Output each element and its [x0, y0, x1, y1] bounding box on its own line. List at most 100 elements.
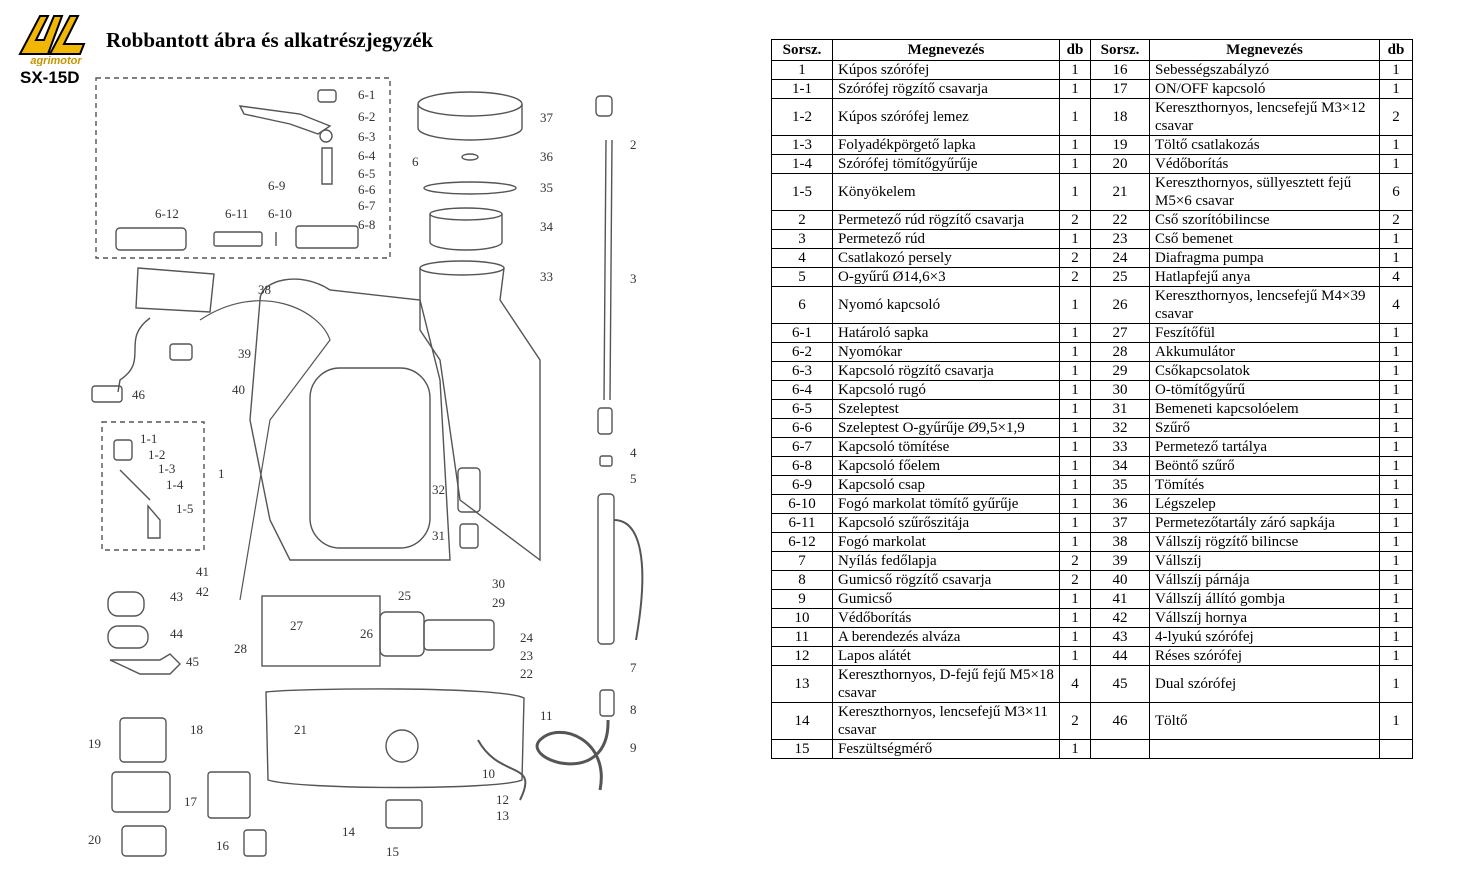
right-part-name: Szűrő — [1149, 418, 1380, 438]
right-part-name: O-tömítőgyűrű — [1149, 380, 1380, 400]
callout-label: 1-2 — [148, 447, 165, 462]
left-part-quantity: 2 — [1059, 551, 1091, 571]
left-part-number: 1-4 — [771, 154, 833, 174]
callout-label: 11 — [540, 708, 553, 723]
callout-label: 41 — [196, 564, 209, 579]
right-part-number: 23 — [1090, 229, 1150, 249]
left-part-name: Folyadékpörgető lapka — [832, 135, 1060, 155]
left-part-number: 15 — [771, 739, 833, 759]
left-part-name: Lapos alátét — [832, 646, 1060, 666]
right-part-number: 41 — [1090, 589, 1150, 609]
callout-label: 42 — [196, 584, 209, 599]
right-part-name: Hatlapfejű anya — [1149, 267, 1380, 287]
right-part-number: 43 — [1090, 627, 1150, 647]
right-part-quantity: 1 — [1379, 475, 1413, 495]
callout-label: 27 — [290, 618, 304, 633]
right-part-name: Vállszíj rögzítő bilincse — [1149, 532, 1380, 552]
callout-label: 31 — [432, 528, 445, 543]
left-part-number: 6-5 — [771, 399, 833, 419]
callout-label: 30 — [492, 576, 505, 591]
right-part-number: 19 — [1090, 135, 1150, 155]
callout-label: 23 — [520, 648, 533, 663]
left-part-name: Könyökelem — [832, 173, 1060, 211]
right-part-quantity: 1 — [1379, 551, 1413, 571]
right-part-number: 31 — [1090, 399, 1150, 419]
left-part-number: 14 — [771, 702, 833, 740]
filter-screen-part — [213, 231, 263, 247]
left-part-name: Kapcsoló szűrőszitája — [832, 513, 1060, 533]
base-part — [265, 688, 525, 789]
right-part-number: 18 — [1090, 98, 1150, 136]
right-part-name: Vállszíj állító gombja — [1149, 589, 1380, 609]
callout-label: 12 — [496, 792, 509, 807]
left-part-name: Fogó markolat tömítő gyűrűje — [832, 494, 1060, 514]
left-part-quantity: 2 — [1059, 248, 1091, 268]
right-part-name: Töltő csatlakozás — [1149, 135, 1380, 155]
left-part-number: 6-12 — [771, 532, 833, 552]
left-part-number: 1 — [771, 60, 833, 80]
voltmeter-part — [385, 799, 423, 829]
left-part-name: Kapcsoló rugó — [832, 380, 1060, 400]
callout-label: 21 — [294, 722, 307, 737]
callout-label: 33 — [540, 269, 553, 284]
right-part-quantity: 1 — [1379, 456, 1413, 476]
right-part-quantity: 1 — [1379, 646, 1413, 666]
callout-label: 35 — [540, 180, 553, 195]
col-header-no-left: Sorsz. — [771, 39, 833, 61]
right-part-name — [1149, 739, 1380, 759]
right-part-quantity: 1 — [1379, 532, 1413, 552]
right-part-quantity — [1379, 739, 1413, 759]
callout-label: 26 — [360, 626, 374, 641]
agrimotor-logo: agrimotor — [18, 15, 86, 66]
left-part-name: Fogó markolat — [832, 532, 1060, 552]
left-part-quantity: 1 — [1059, 173, 1091, 211]
page-title: Robbantott ábra és alkatrészjegyzék — [106, 28, 434, 52]
right-part-number: 42 — [1090, 608, 1150, 628]
callout-label: 13 — [496, 808, 509, 823]
left-part-quantity: 1 — [1059, 79, 1091, 99]
right-part-quantity: 1 — [1379, 570, 1413, 590]
callout-label: 6-8 — [358, 217, 375, 232]
callout-label: 17 — [184, 794, 198, 809]
right-part-number: 36 — [1090, 494, 1150, 514]
callout-label: 34 — [540, 219, 554, 234]
callout-label: 4 — [630, 445, 637, 460]
left-part-number: 6-9 — [771, 475, 833, 495]
callout-label: 1-1 — [140, 431, 157, 446]
callout-label: 6-10 — [268, 206, 292, 221]
left-part-number: 6-11 — [771, 513, 833, 533]
voltmeter-opening — [385, 729, 419, 763]
callout-label: 16 — [216, 838, 230, 853]
right-part-number: 21 — [1090, 173, 1150, 211]
right-part-name: Réses szórófej — [1149, 646, 1380, 666]
right-part-number: 16 — [1090, 60, 1150, 80]
left-part-quantity: 4 — [1059, 665, 1091, 703]
right-part-quantity: 1 — [1379, 627, 1413, 647]
right-part-name: Beöntő szűrő — [1149, 456, 1380, 476]
left-part-quantity: 1 — [1059, 437, 1091, 457]
callout-label: 39 — [238, 346, 251, 361]
left-part-number: 5 — [771, 267, 833, 287]
callout-label: 1-5 — [176, 501, 193, 516]
right-part-number: 33 — [1090, 437, 1150, 457]
right-part-name: Diafragma pumpa — [1149, 248, 1380, 268]
callout-label: 3 — [630, 271, 637, 286]
left-part-name: Szórófej tömítőgyűrűje — [832, 154, 1060, 174]
right-part-quantity: 2 — [1379, 210, 1413, 230]
right-part-number: 28 — [1090, 342, 1150, 362]
right-part-quantity: 1 — [1379, 154, 1413, 174]
callout-label: 6 — [412, 154, 419, 169]
right-part-name: Vállszíj hornya — [1149, 608, 1380, 628]
